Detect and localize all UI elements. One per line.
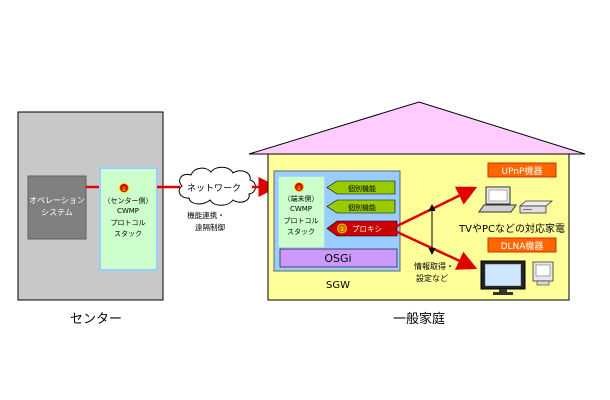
center-caption: センター xyxy=(70,312,122,327)
function-block-1: 個別機能 xyxy=(327,181,395,194)
ops-line2: システム xyxy=(41,208,73,217)
proxy-badge-text: ② xyxy=(339,226,345,233)
center-cwmp-stack: ① （センター側） CWMP プロトコル スタック xyxy=(100,168,157,270)
center-stack-line3: プロトコル xyxy=(111,219,146,227)
info-line1: 情報取得・ xyxy=(414,261,454,271)
dlna-label-box: DLNA機器 xyxy=(488,238,556,252)
network-label: ネットワーク xyxy=(187,183,241,194)
house-roof xyxy=(249,102,585,154)
ops-line1: オペレーション xyxy=(29,196,85,205)
network-control-line1: 機能連携・ xyxy=(187,210,225,220)
function-2-label: 個別機能 xyxy=(348,203,376,212)
home-stack-line2: CWMP xyxy=(290,205,312,213)
network-control-line2: 遠隔制御 xyxy=(195,222,225,232)
sgw-label: SGW xyxy=(326,280,350,291)
home-stack-badge-text: ① xyxy=(296,185,301,192)
dlna-label: DLNA機器 xyxy=(501,240,544,252)
upnp-label-box: UPnP機器 xyxy=(488,163,556,177)
home-stack-line4: スタック xyxy=(287,227,315,236)
home-caption: 一般家庭 xyxy=(393,311,445,327)
home-stack-line3: プロトコル xyxy=(284,217,319,225)
center-stack-line2: CWMP xyxy=(117,207,139,215)
network-cloud: ネットワーク xyxy=(179,167,255,205)
osgi-bar: OSGi xyxy=(280,249,397,267)
home-stack-line1: （端末側） xyxy=(284,194,319,203)
osgi-label: OSGi xyxy=(324,252,351,265)
function-block-2: 個別機能 xyxy=(327,200,395,213)
home-cwmp-stack: ① （端末側） CWMP プロトコル スタック xyxy=(278,176,325,248)
center-stack-line4: スタック xyxy=(114,229,142,238)
center-stack-badge-text: ① xyxy=(121,186,126,193)
devices-text: TVやPCなどの対応家電 xyxy=(458,222,565,235)
info-line2: 設定など xyxy=(416,273,448,283)
operation-system-box: オペレーション システム xyxy=(28,176,86,239)
proxy-label: プロキシ xyxy=(352,225,382,234)
center-stack-line1: （センター側） xyxy=(104,196,153,205)
function-1-label: 個別機能 xyxy=(348,184,376,193)
proxy-block: ② プロキシ xyxy=(327,221,397,236)
upnp-label: UPnP機器 xyxy=(502,165,543,177)
